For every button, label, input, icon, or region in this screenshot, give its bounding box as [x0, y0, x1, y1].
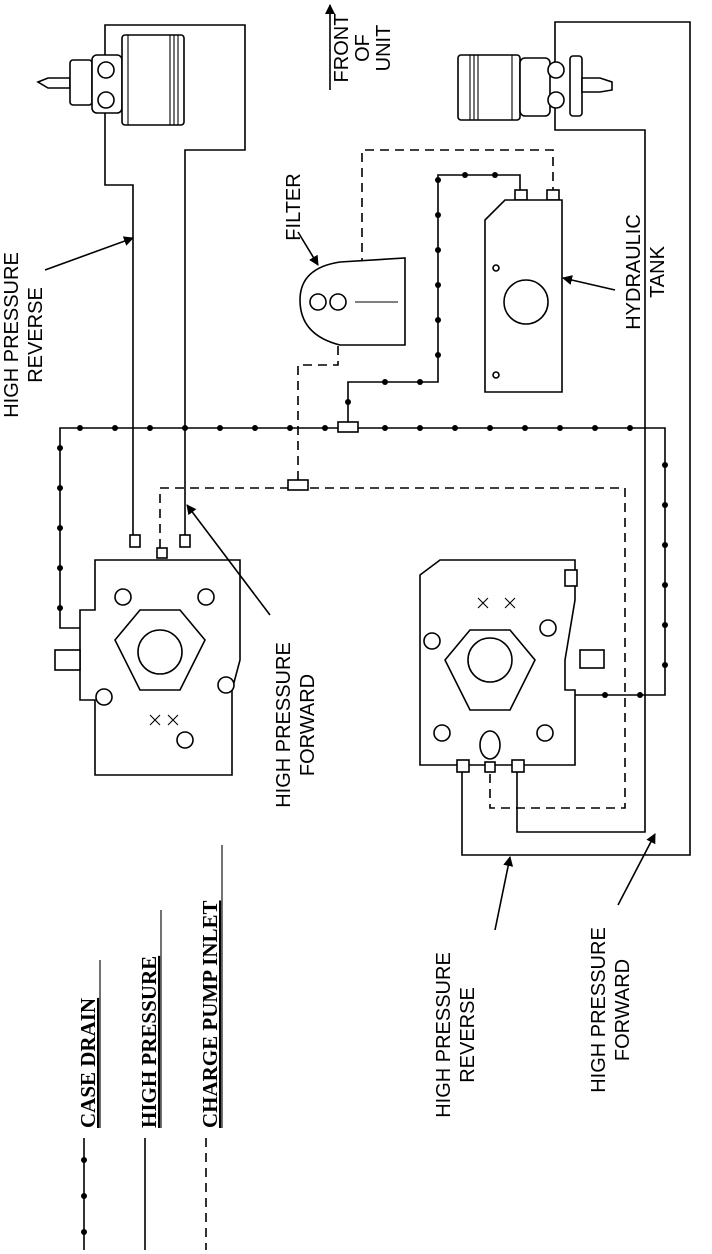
case-drain-dot	[182, 425, 188, 431]
legend-dot	[81, 1157, 87, 1163]
charge-tee	[288, 480, 308, 490]
case-drain-dot	[435, 177, 441, 183]
case-drain-dot	[627, 425, 633, 431]
left-hydrostatic-pump	[55, 535, 240, 775]
tank-arrow-icon	[563, 278, 615, 290]
case-drain-dot	[57, 565, 63, 571]
case-drain-dot	[462, 172, 468, 178]
case-drain-dot	[287, 425, 293, 431]
case-drain-dot	[522, 425, 528, 431]
case-drain-dot	[112, 425, 118, 431]
front-of-unit-label: FRONTOFUNIT	[331, 14, 395, 83]
right-reverse-arrow-icon	[495, 857, 510, 930]
left-wheel-motor	[38, 35, 184, 125]
right-wheel-motor	[458, 55, 612, 120]
legend-high-pressure-label: HIGH PRESSURE	[137, 956, 161, 1128]
legend: CASE DRAIN HIGH PRESSURE CHARGE PUMP INL…	[76, 845, 222, 1250]
case-drain-dot	[662, 662, 668, 668]
case-drain-dot	[435, 212, 441, 218]
case-drain-dot	[435, 282, 441, 288]
case-drain-dot	[662, 582, 668, 588]
legend-dot	[81, 1229, 87, 1235]
case-drain-tee	[338, 422, 358, 432]
case-drain-dot	[345, 399, 351, 405]
legend-case-drain-label: CASE DRAIN	[76, 998, 100, 1128]
case-drain-dot	[417, 379, 423, 385]
case-drain-dot	[252, 425, 258, 431]
right-hydrostatic-pump	[420, 560, 604, 772]
case-drain-dot	[147, 425, 153, 431]
case-drain-dot	[435, 317, 441, 323]
case-drain-dot	[637, 692, 643, 698]
legend-dot	[81, 1193, 87, 1199]
case-drain-dot	[57, 485, 63, 491]
case-drain-dot	[557, 425, 563, 431]
case-drain-dot	[662, 622, 668, 628]
filter-label: FILTER	[283, 173, 305, 240]
case-drain-dot	[662, 542, 668, 548]
case-drain-dot	[57, 605, 63, 611]
legend-charge-pump-inlet-label: CHARGE PUMP INLET	[198, 900, 222, 1128]
case-drain-dot	[662, 462, 668, 468]
right-forward-arrow-icon	[618, 834, 655, 905]
case-drain-dot	[57, 525, 63, 531]
case-drain-dot	[602, 692, 608, 698]
case-drain-dot	[435, 247, 441, 253]
case-drain-dot	[452, 425, 458, 431]
case-drain-dot	[77, 425, 83, 431]
case-drain-dot	[417, 425, 423, 431]
case-drain-dot	[382, 425, 388, 431]
case-drain-dot	[322, 425, 328, 431]
case-drain-dot	[487, 425, 493, 431]
case-drain-dot	[435, 352, 441, 358]
hydraulic-tank	[485, 190, 562, 392]
case-drain-dot	[662, 502, 668, 508]
left-hp-reverse-line	[105, 100, 133, 545]
case-drain-dot	[382, 379, 388, 385]
case-drain-dot	[592, 425, 598, 431]
filter	[300, 258, 405, 345]
left-reverse-arrow-icon	[45, 238, 133, 270]
callout-arrows	[45, 5, 655, 930]
case-drain-dot	[492, 172, 498, 178]
case-drain-dot	[57, 445, 63, 451]
case-drain-dot	[217, 425, 223, 431]
